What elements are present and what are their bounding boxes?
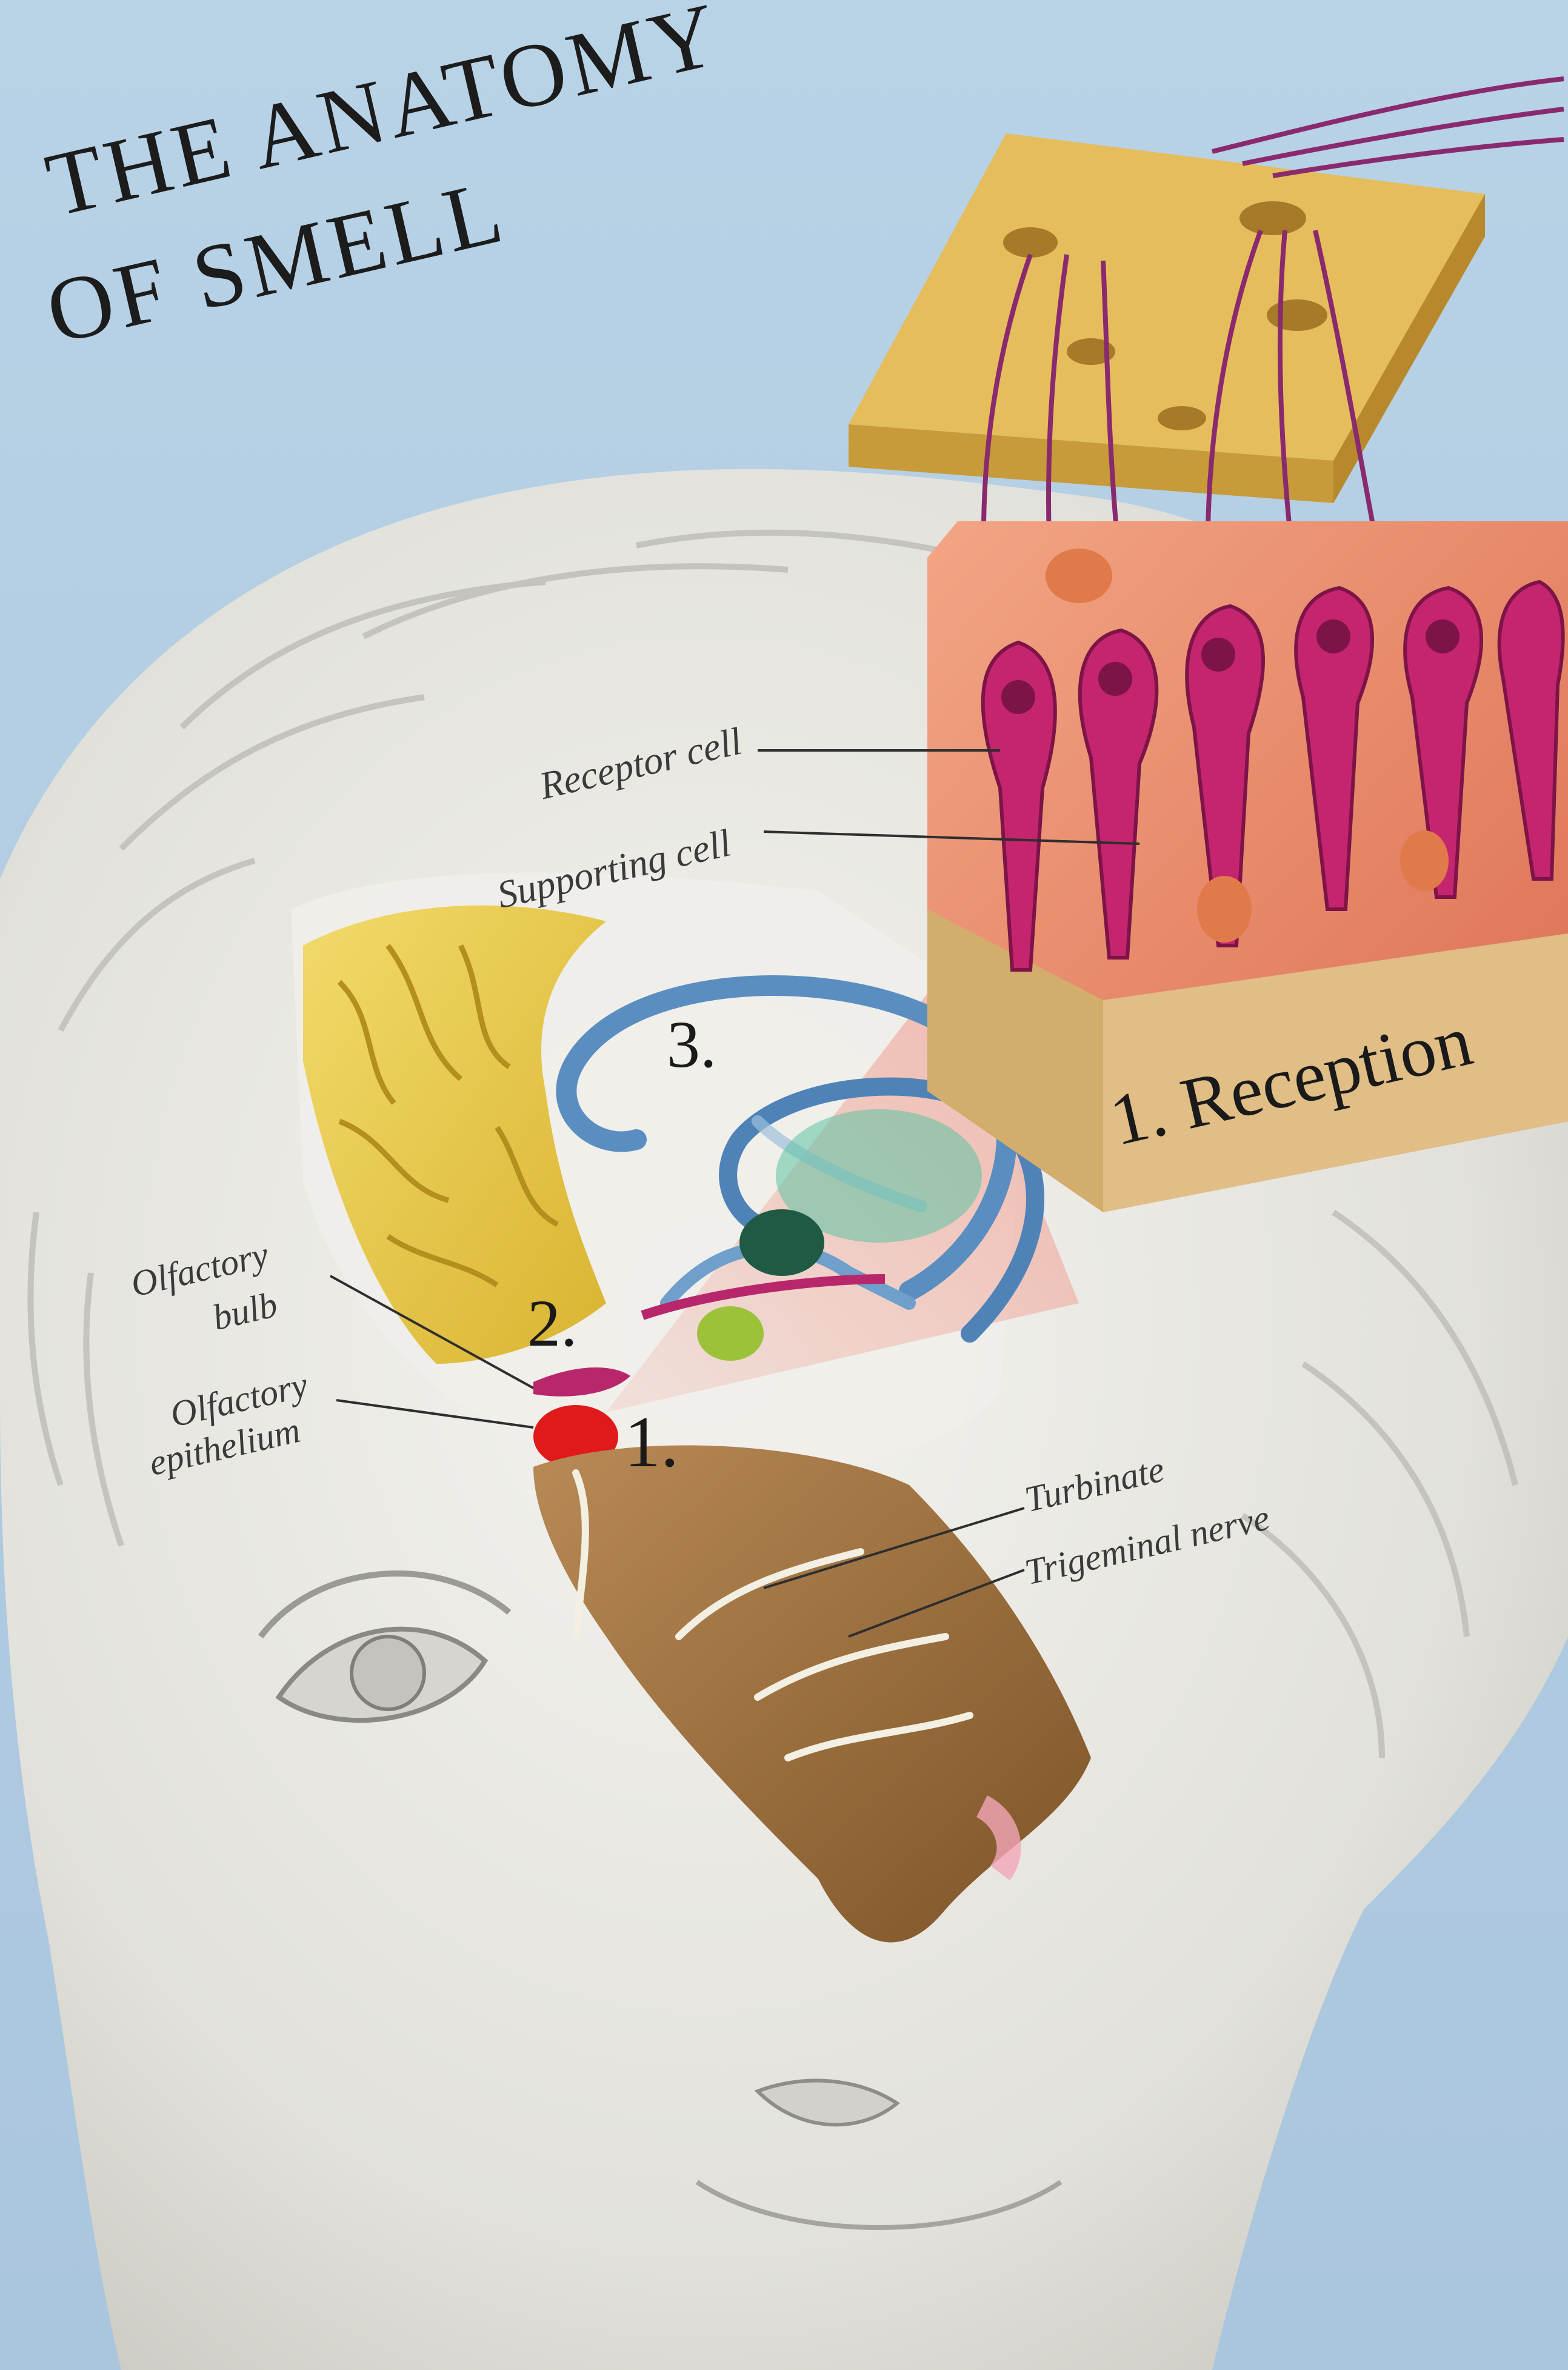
stage-marker-1: 1. xyxy=(624,1400,679,1484)
stage-marker-2: 2. xyxy=(527,1285,578,1362)
thalamus-node xyxy=(697,1306,764,1361)
stage-marker-3: 3. xyxy=(667,1006,717,1083)
amygdala xyxy=(739,1209,824,1276)
